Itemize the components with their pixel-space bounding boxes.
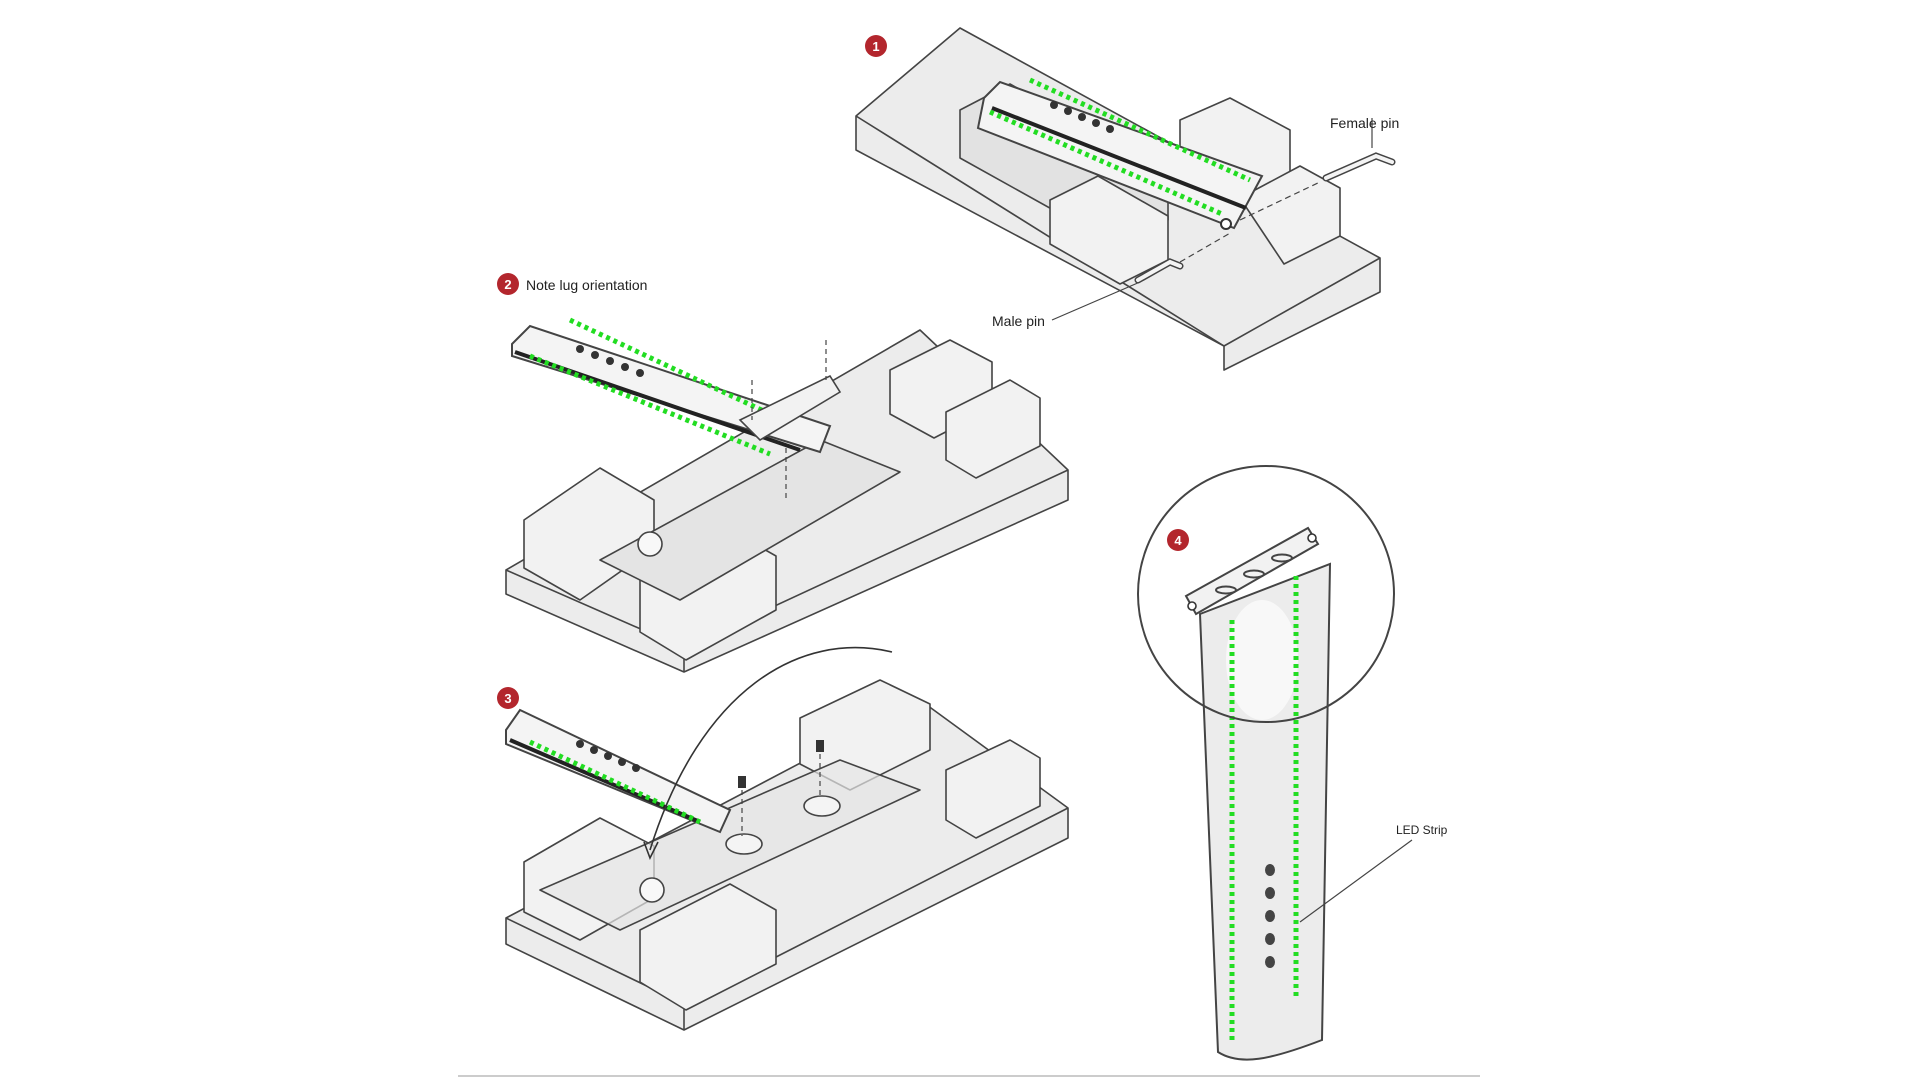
female-pin: Female pin xyxy=(1239,115,1399,221)
step1-badge: 1 xyxy=(865,35,887,57)
rotation-arrow-head xyxy=(643,841,659,860)
svg-text:2: 2 xyxy=(504,277,511,292)
step2-label: Note lug orientation xyxy=(526,277,647,293)
svg-text:1: 1 xyxy=(872,39,879,54)
svg-text:3: 3 xyxy=(504,691,511,706)
step2-badge: 2 xyxy=(497,273,519,295)
step1-fixture xyxy=(855,27,1381,371)
step2-watch-band xyxy=(511,317,842,500)
step4-band xyxy=(1198,562,1332,1061)
led-strip-callout: LED Strip xyxy=(1299,823,1448,923)
male-pin-label: Male pin xyxy=(992,313,1045,329)
female-pin-label: Female pin xyxy=(1330,115,1399,131)
led-strip-label: LED Strip xyxy=(1396,823,1448,837)
male-pin: Male pin xyxy=(992,231,1233,329)
step3-fixture xyxy=(505,679,1069,1031)
step3-watch-band xyxy=(505,708,732,834)
rotation-arrow xyxy=(649,646,893,851)
step1-watch-band xyxy=(976,77,1264,230)
svg-text:4: 4 xyxy=(1174,533,1182,548)
step3-screws xyxy=(738,740,824,836)
step4-magnifier xyxy=(1137,465,1395,723)
step4-lug xyxy=(1184,526,1320,616)
step3-badge: 3 xyxy=(497,687,519,709)
step4-badge: 4 xyxy=(1167,529,1189,551)
step2-fixture xyxy=(505,329,1069,673)
